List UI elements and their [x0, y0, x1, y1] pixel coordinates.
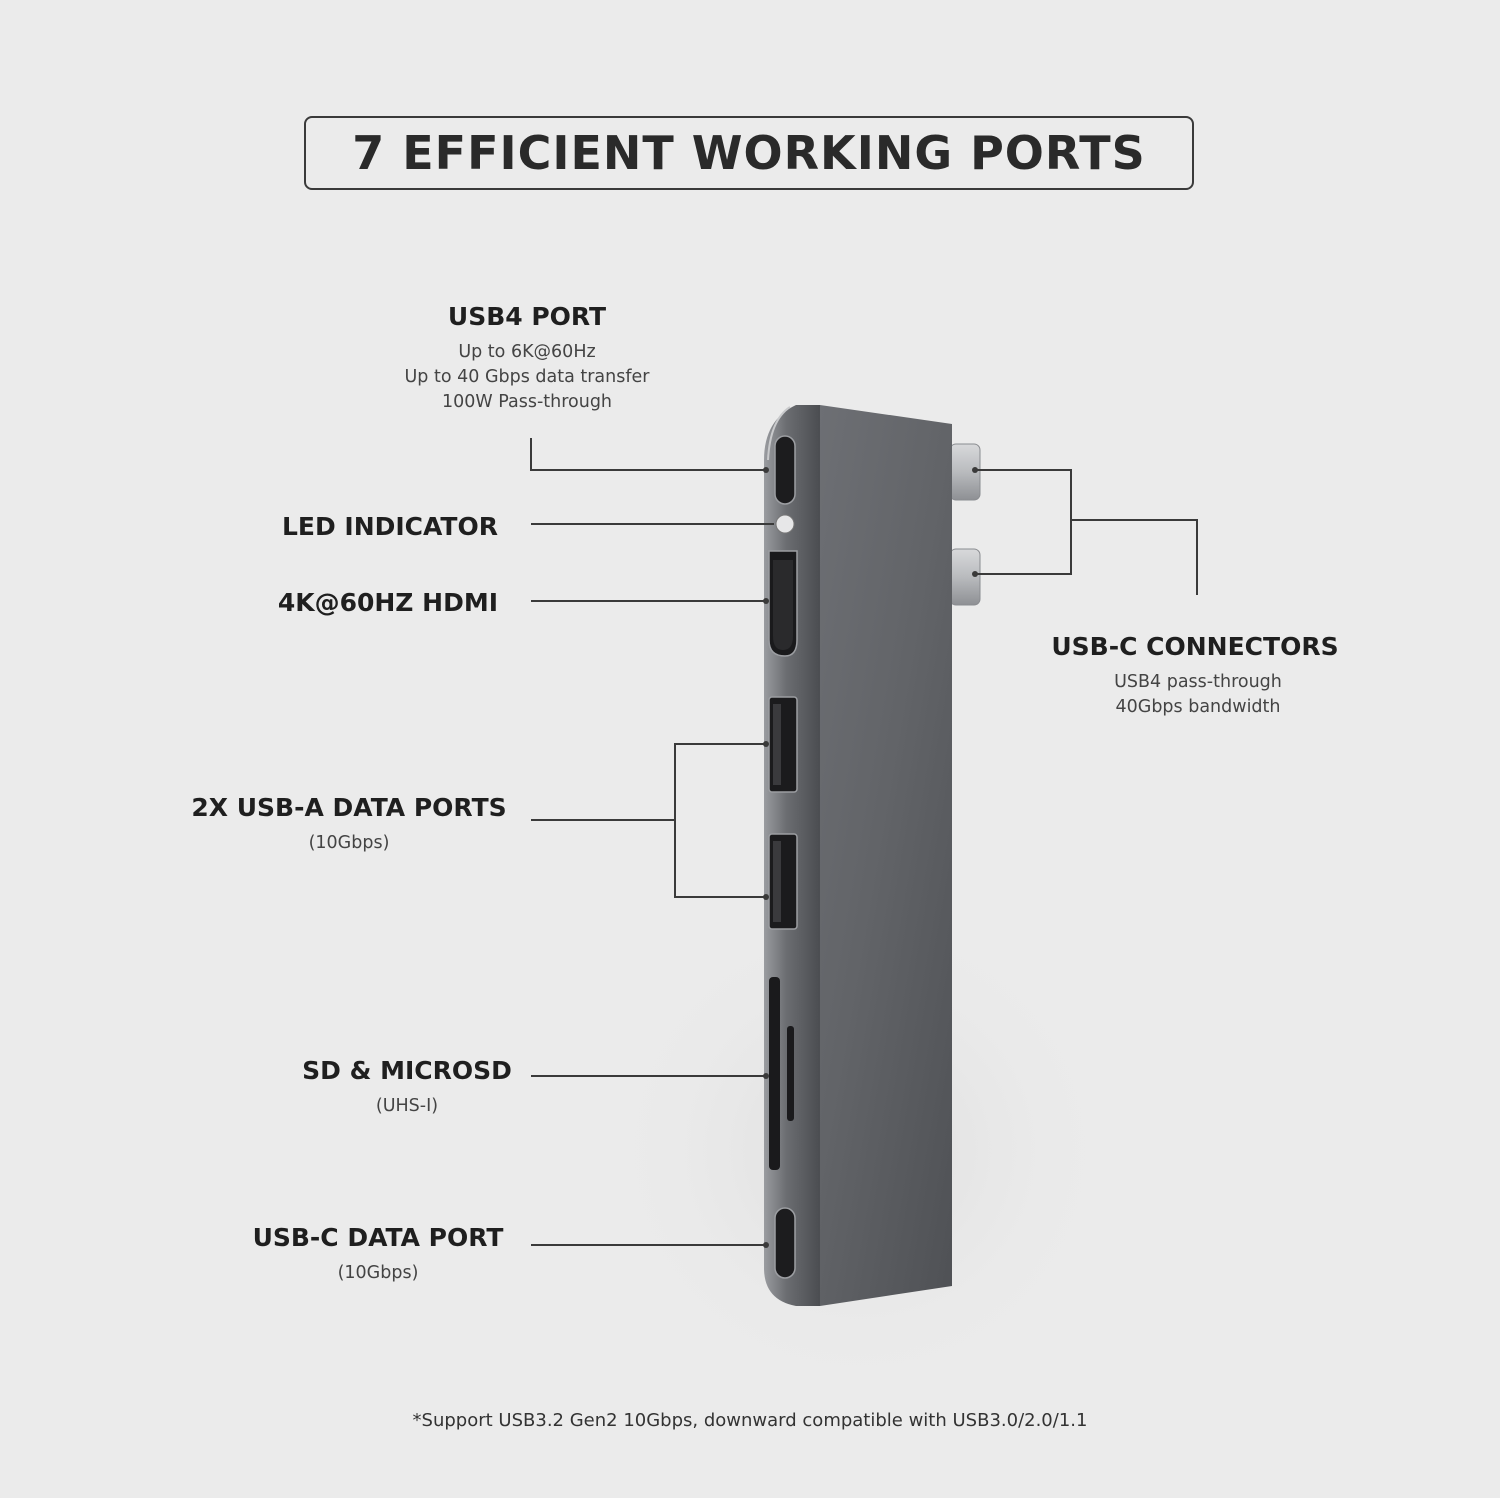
hdmi-label: 4K@60HZ HDMI: [277, 588, 498, 617]
heading-box: 7 EFFICIENT WORKING PORTS: [304, 116, 1194, 190]
usb4-detail-line: Up to 40 Gbps data transfer: [404, 367, 650, 387]
sd-sub: (UHS-I): [375, 1096, 439, 1116]
usb4-detail-line: Up to 6K@60Hz: [458, 342, 596, 362]
hub-ports: [768, 435, 798, 1279]
usb-c-connectors-label: USB-C CONNECTORS: [1051, 632, 1339, 661]
connectors-detail-line: USB4 pass-through: [1114, 672, 1282, 692]
sd-label: SD & MICROSD: [302, 1056, 512, 1085]
usb-c-data-label: USB-C DATA PORT: [252, 1223, 504, 1252]
connectors-callout-line: [1071, 519, 1198, 595]
usb-c-connectors-details: USB4 pass-through 40Gbps bandwidth: [1048, 670, 1348, 720]
usb4-callout-line: [530, 438, 766, 471]
usb4-label: USB4 PORT: [447, 302, 607, 331]
usb-c-data-sub: (10Gbps): [337, 1263, 419, 1283]
usb-c-connector-plugs: [949, 443, 981, 606]
callout-dots: [763, 467, 978, 1248]
usb4-details: Up to 6K@60Hz Up to 40 Gbps data transfe…: [327, 340, 727, 415]
usb-a-sub: (10Gbps): [308, 833, 390, 853]
connectors-detail-line: 40Gbps bandwidth: [1115, 697, 1281, 717]
usb-a-bracket: [674, 743, 766, 898]
footnote: *Support USB3.2 Gen2 10Gbps, downward co…: [412, 1410, 1088, 1431]
page-title: 7 EFFICIENT WORKING PORTS: [352, 126, 1146, 180]
led-indicator-label: LED INDICATOR: [281, 512, 498, 541]
usb-a-label: 2X USB-A DATA PORTS: [191, 793, 507, 822]
connectors-bracket: [975, 469, 1072, 575]
usb4-detail-line: 100W Pass-through: [441, 392, 613, 412]
callout-lines: [530, 438, 1198, 1246]
